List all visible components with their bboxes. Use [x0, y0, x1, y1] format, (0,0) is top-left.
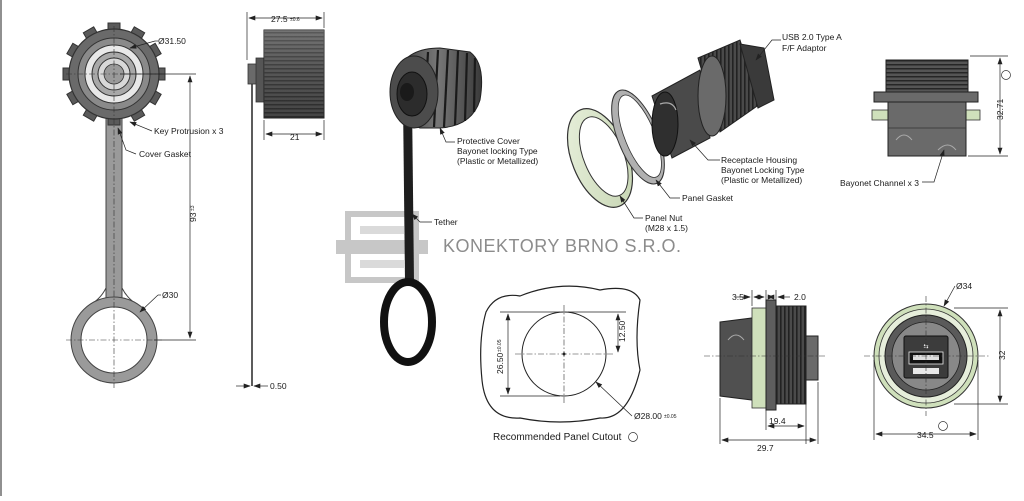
svg-text:12.50: 12.50	[617, 320, 627, 342]
label-bayonet-locking: Bayonet locking Type	[457, 146, 538, 156]
dim-front-diameter: Ø34	[956, 281, 972, 291]
watermark-text: KONEKTORY BRNO S.R.O.	[443, 236, 682, 256]
panel-cutout-view	[480, 285, 641, 442]
caption-panel-cutout: Recommended Panel Cutout	[493, 432, 622, 443]
label-plastic-metallized: (Plastic or Metallized)	[457, 156, 538, 166]
label-panel-gasket: Panel Gasket	[682, 193, 734, 203]
dim-gasket: 2.0	[794, 292, 806, 302]
label-usb-type: USB 2.0 Type A	[782, 32, 842, 42]
dim-receptacle-height: 32.71	[995, 98, 1005, 120]
dim-tether-length: 93 ±3	[188, 205, 198, 222]
label-key-protrusion: Key Protrusion x 3	[154, 126, 224, 136]
label-panel-nut-thread: (M28 x 1.5)	[645, 223, 688, 233]
dim-front-width: 34.5	[917, 430, 934, 440]
cover-front-view	[62, 22, 196, 388]
cover-isometric-view	[380, 47, 483, 366]
dim-flange: 3.5	[732, 292, 744, 302]
svg-text:93: 93	[188, 212, 198, 222]
svg-text:±0.05: ±0.05	[497, 339, 503, 352]
svg-text:Ø28.00: Ø28.00	[634, 411, 662, 421]
dim-cutout-diameter: Ø28.00 ±0.05	[634, 411, 677, 421]
label-receptacle-bayonet: Bayonet Locking Type	[721, 165, 805, 175]
receptacle-side-view	[871, 55, 1011, 183]
exploded-assembly-view	[566, 39, 781, 219]
dim-body-length: 19.4	[769, 416, 786, 426]
dim-total-length: 29.7	[757, 443, 774, 453]
svg-text:±0.6: ±0.6	[290, 17, 300, 23]
dim-cover-diameter: Ø31.50	[158, 36, 186, 46]
dim-cover-width: 27.5 ±0.6	[271, 14, 300, 24]
cover-side-view	[236, 12, 325, 389]
dim-tether-thickness: 0.50	[270, 381, 287, 391]
svg-text:26.50: 26.50	[495, 352, 505, 374]
label-tether: Tether	[434, 217, 458, 227]
dim-ring-diameter: Ø30	[162, 290, 178, 300]
dim-cap-width: 21	[290, 132, 300, 142]
svg-text:±0.05: ±0.05	[664, 414, 677, 420]
label-receptacle-material: (Plastic or Metallized)	[721, 175, 802, 185]
svg-text:32.71: 32.71	[995, 98, 1005, 120]
svg-text:±3: ±3	[190, 205, 196, 211]
receptacle-front-view: ⇆	[864, 285, 1008, 440]
label-panel-nut: Panel Nut	[645, 213, 683, 223]
label-bayonet-channel: Bayonet Channel x 3	[840, 178, 919, 188]
label-usb-adaptor: F/F Adaptor	[782, 43, 827, 53]
dim-cutout-half: 12.50	[617, 320, 627, 342]
label-protective-cover: Protective Cover	[457, 136, 520, 146]
svg-text:27.5: 27.5	[271, 14, 288, 24]
svg-text:32: 32	[997, 350, 1007, 360]
dim-cutout-height: 26.50 ±0.05	[495, 339, 505, 374]
dim-front-height: 32	[997, 350, 1007, 360]
receptacle-profile-view	[704, 290, 826, 444]
label-receptacle-housing: Receptacle Housing	[721, 155, 797, 165]
watermark-logo	[336, 211, 428, 283]
label-cover-gasket: Cover Gasket	[139, 149, 192, 159]
